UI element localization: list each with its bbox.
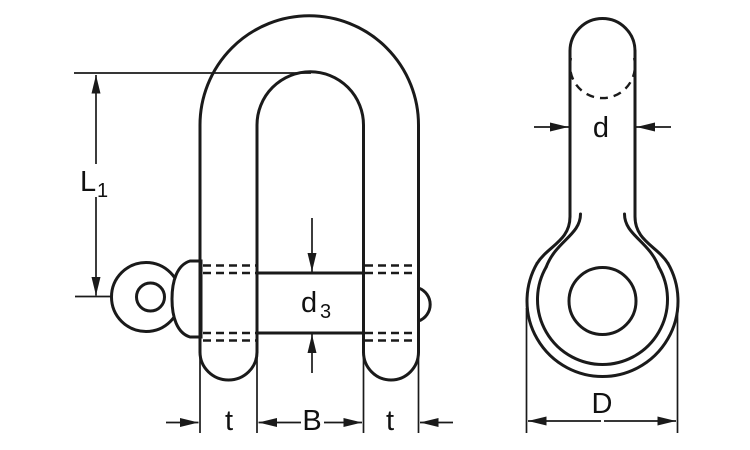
dim-label-d: d <box>593 112 609 144</box>
dim-label-l1-subscript: 1 <box>97 180 108 202</box>
pin-tip <box>417 286 432 323</box>
pin-ring-outer <box>110 261 182 333</box>
pin-head <box>170 259 203 339</box>
dim-label-d3: d <box>301 287 317 319</box>
right-leg-bottom <box>362 350 420 382</box>
eye-pin-hole <box>567 266 638 336</box>
eye-inner-flare-right <box>623 212 661 269</box>
dim-label-b: B <box>302 405 321 437</box>
bow-outer-outline <box>198 14 420 354</box>
eye-inner-flare-left <box>544 212 582 269</box>
dim-label-l1: L <box>80 166 96 198</box>
shank-top-cap <box>568 17 637 53</box>
left-leg-bottom <box>198 350 259 382</box>
eye-outer-flare-left <box>535 215 572 265</box>
eye-inner-arc <box>536 265 669 366</box>
dim-label-t-right: t <box>386 405 394 437</box>
dim-label-big-d: D <box>592 388 613 420</box>
pin-ring-hole <box>135 281 166 313</box>
dim-label-t-left: t <box>225 405 233 437</box>
bow-inner-outline <box>255 70 365 354</box>
hidden-ball-arc <box>568 57 637 100</box>
side-view: d D <box>525 17 680 433</box>
dim-label-d3-subscript: 3 <box>320 301 331 323</box>
front-view: L 1 d 3 t B t <box>74 14 453 437</box>
eye-outer-flare-right <box>633 215 670 265</box>
eye-outer-arc <box>525 261 680 379</box>
